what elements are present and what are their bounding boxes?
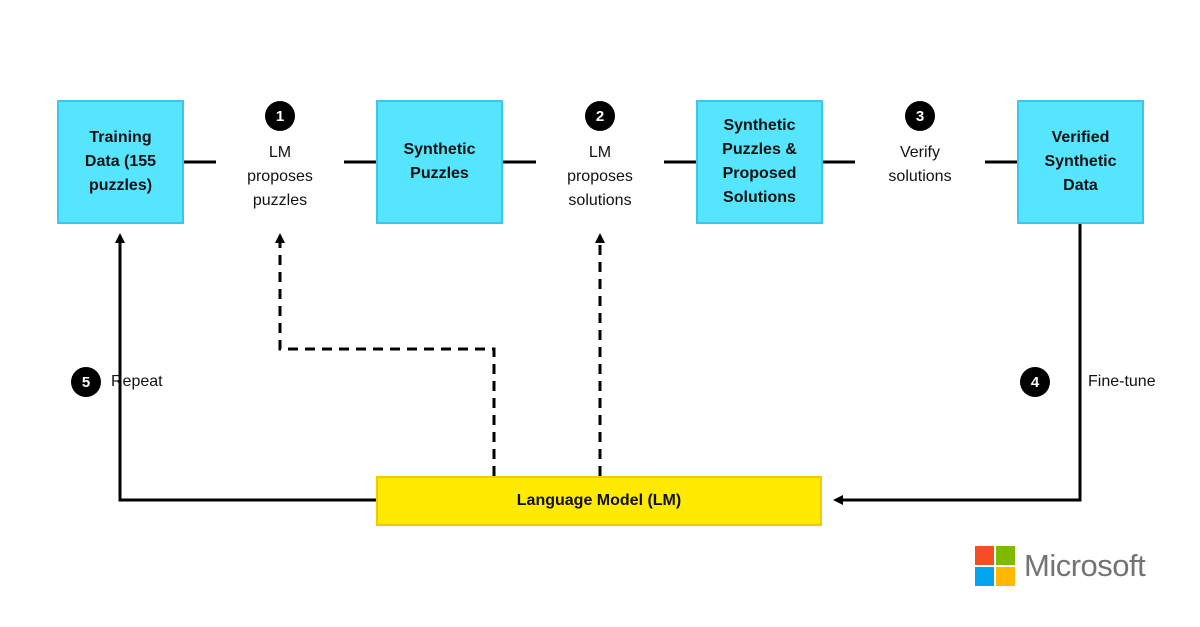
step-4-label: Fine-tune [1088,373,1156,390]
microsoft-logo: Microsoft [975,546,1146,586]
puzzles-solutions-label: Synthetic Puzzles & Proposed Solutions [722,117,797,206]
language-model-box: Language Model (LM) [376,476,822,526]
step-4-badge: 4 [1020,367,1050,397]
repeat-arrow [115,233,376,502]
verified-data-label: Verified Synthetic Data [1044,129,1117,194]
step-3-badge: 3 [905,101,935,131]
training-data-box: Training Data (155 puzzles) [57,100,184,224]
step-2-label: LM proposes solutions [567,144,633,209]
step-5-label: Repeat [111,373,163,390]
logo-square-green [996,546,1015,565]
step-1-badge: 1 [265,101,295,131]
step-2-badge: 2 [585,101,615,131]
microsoft-logo-text: Microsoft [1024,548,1146,583]
microsoft-logo-icon [975,546,1015,586]
step-3-label: Verify solutions [888,144,952,185]
puzzles-solutions-box: Synthetic Puzzles & Proposed Solutions [696,100,823,224]
logo-square-red [975,546,994,565]
language-model-label: Language Model (LM) [516,492,682,509]
verified-data-box: Verified Synthetic Data [1017,100,1144,224]
finetune-arrow [833,224,1082,505]
synthetic-puzzles-box: Synthetic Puzzles [376,100,503,224]
logo-square-blue [975,567,994,586]
propose-puzzles-arrow [275,233,496,476]
step-1-label: LM proposes puzzles [247,144,313,209]
training-data-label: Training Data (155 puzzles) [84,129,157,194]
step-5-badge: 5 [71,367,101,397]
logo-square-yellow [996,567,1015,586]
synthetic-puzzles-label: Synthetic Puzzles [403,141,476,182]
